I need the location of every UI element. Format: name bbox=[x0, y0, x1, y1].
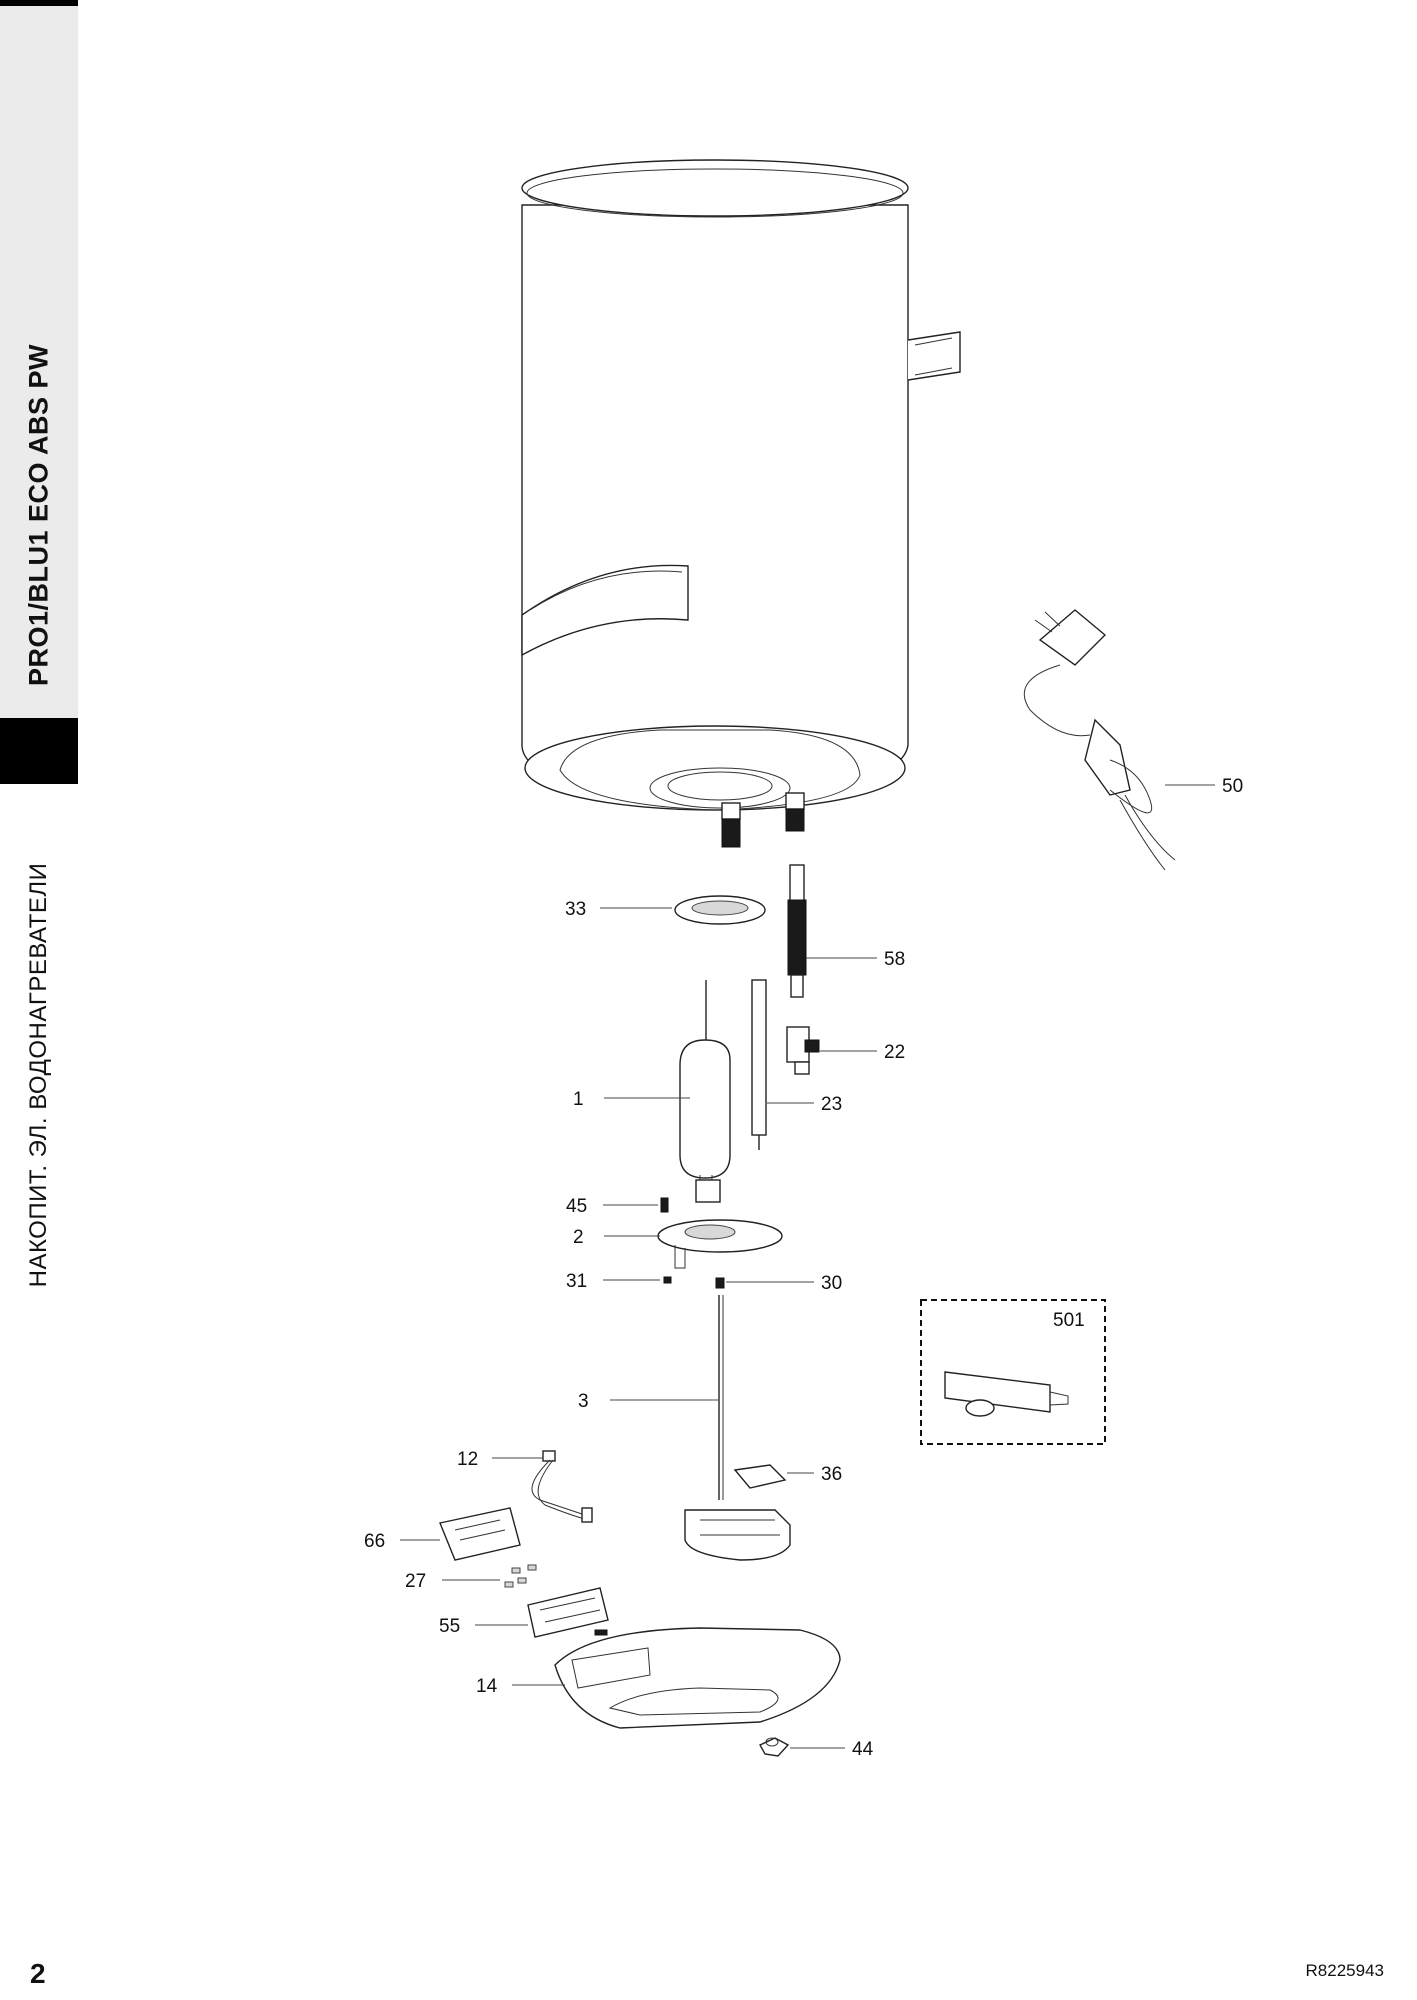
anode-part bbox=[751, 979, 767, 1150]
electronic-board-part bbox=[439, 1507, 521, 1561]
callout-12: 12 bbox=[457, 1449, 478, 1470]
callout-31: 31 bbox=[566, 1271, 587, 1292]
callout-2: 2 bbox=[573, 1227, 584, 1248]
callout-1: 1 bbox=[573, 1089, 584, 1110]
sidebar bbox=[0, 0, 78, 2000]
bottom-cover-part bbox=[554, 1627, 841, 1729]
gasket-part bbox=[674, 895, 766, 925]
document-code: R8225943 bbox=[1305, 1961, 1384, 1980]
callout-55: 55 bbox=[439, 1616, 460, 1637]
cable-clamp-part bbox=[759, 1737, 790, 1757]
callout-44: 44 bbox=[852, 1739, 874, 1760]
callout-58: 58 bbox=[884, 949, 905, 970]
callout-50: 50 bbox=[1222, 776, 1243, 797]
callout-36: 36 bbox=[821, 1464, 842, 1485]
callout-23: 23 bbox=[821, 1094, 842, 1115]
clip-part bbox=[733, 1464, 787, 1489]
grease-kit-box bbox=[920, 1299, 1106, 1445]
callout-27: 27 bbox=[405, 1571, 426, 1592]
display-board-part bbox=[527, 1587, 609, 1638]
callout-45: 45 bbox=[566, 1196, 587, 1217]
power-cord-part bbox=[1023, 609, 1176, 871]
water-heater-tank bbox=[521, 159, 961, 848]
sidebar-top-rule bbox=[0, 0, 78, 6]
dielectric-tube-part bbox=[787, 864, 807, 998]
callout-30: 30 bbox=[821, 1273, 842, 1294]
wiring-part bbox=[531, 1450, 593, 1523]
callout-22: 22 bbox=[884, 1042, 905, 1063]
screw-part bbox=[660, 1197, 669, 1213]
spacers-part bbox=[504, 1564, 537, 1588]
safety-valve-part bbox=[786, 1026, 820, 1075]
callout-3: 3 bbox=[578, 1391, 589, 1412]
callout-14: 14 bbox=[476, 1676, 498, 1697]
screw-30-part bbox=[715, 1277, 725, 1289]
page-number: 2 bbox=[30, 1958, 46, 1989]
thermostat-part bbox=[684, 1295, 791, 1561]
flange-part bbox=[657, 1219, 783, 1269]
sidebar-grey-block bbox=[0, 6, 78, 718]
heating-element-part bbox=[679, 980, 731, 1203]
callout-66: 66 bbox=[364, 1531, 385, 1552]
nut-part bbox=[663, 1276, 672, 1284]
callout-501: 501 bbox=[1053, 1310, 1085, 1331]
sidebar-black-block bbox=[0, 718, 78, 784]
callout-33: 33 bbox=[565, 899, 586, 920]
